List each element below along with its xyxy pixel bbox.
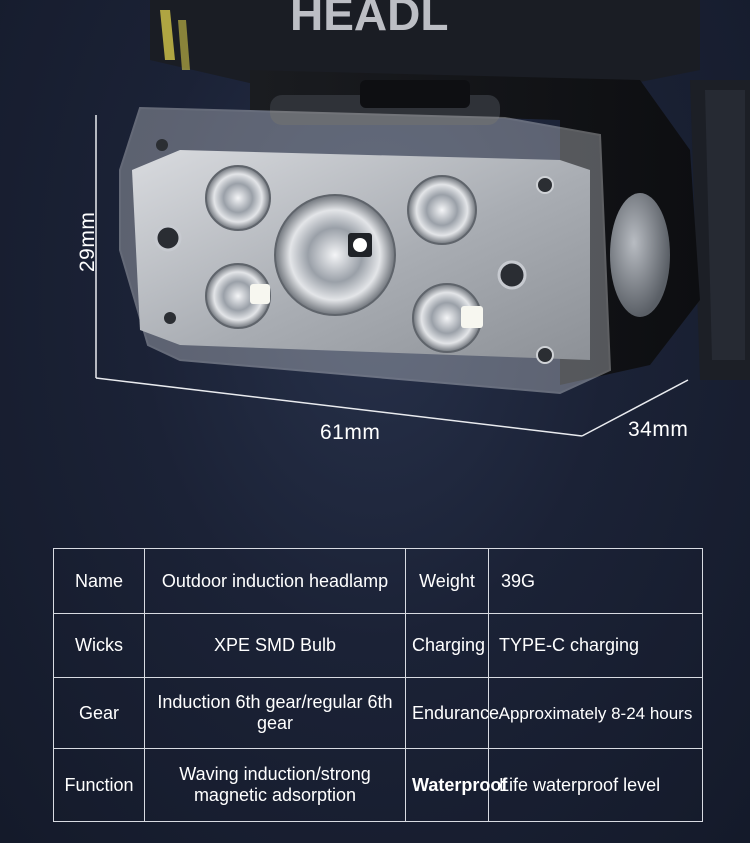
table-row: Wicks XPE SMD Bulb Charging TYPE-C charg…	[53, 613, 703, 678]
led-reflector-array	[154, 139, 554, 364]
dimension-lines	[95, 115, 689, 437]
waterproof-value: Life waterproof level	[488, 748, 703, 822]
charging-label: Charging	[405, 613, 489, 678]
function-label: Function	[53, 748, 145, 822]
endurance-label: Endurance	[405, 677, 499, 749]
function-value: Waving induction/strong magnetic adsorpt…	[144, 748, 406, 822]
magnet-cap	[610, 193, 670, 317]
wicks-label: Wicks	[53, 613, 145, 678]
name-label: Name	[53, 548, 145, 614]
height-dimension-label: 29mm	[76, 211, 99, 272]
head-strap: HEADL	[150, 0, 750, 380]
waterproof-label: Waterproof	[405, 748, 507, 822]
table-row: Gear Induction 6th gear/regular 6th gear…	[53, 677, 703, 749]
sensor-right	[497, 260, 527, 290]
gear-label: Gear	[53, 677, 145, 749]
table-row: Function Waving induction/strong magneti…	[53, 748, 703, 822]
gear-value: Induction 6th gear/regular 6th gear	[144, 677, 406, 749]
strap-brand-text: HEADL	[290, 0, 448, 40]
weight-value: 39G	[488, 548, 703, 614]
spec-table: Name Outdoor induction headlamp Weight 3…	[53, 548, 703, 822]
reflector-top-left	[205, 165, 271, 231]
charging-value: TYPE-C charging	[488, 613, 703, 678]
width-dimension-label: 61mm	[320, 421, 381, 444]
weight-label: Weight	[405, 548, 489, 614]
reflector-center	[274, 194, 396, 316]
headlamp-product-image: HEADL	[95, 0, 750, 437]
depth-dimension-label: 34mm	[628, 418, 689, 441]
wicks-value: XPE SMD Bulb	[144, 613, 406, 678]
table-row: Name Outdoor induction headlamp Weight 3…	[53, 548, 703, 614]
smd-led-right	[461, 306, 483, 328]
name-value: Outdoor induction headlamp	[144, 548, 406, 614]
endurance-value: Approximately 8-24 hours	[488, 677, 703, 749]
sensor-left	[154, 224, 182, 252]
reflector-top-right	[407, 175, 477, 245]
smd-led-left	[250, 284, 270, 304]
